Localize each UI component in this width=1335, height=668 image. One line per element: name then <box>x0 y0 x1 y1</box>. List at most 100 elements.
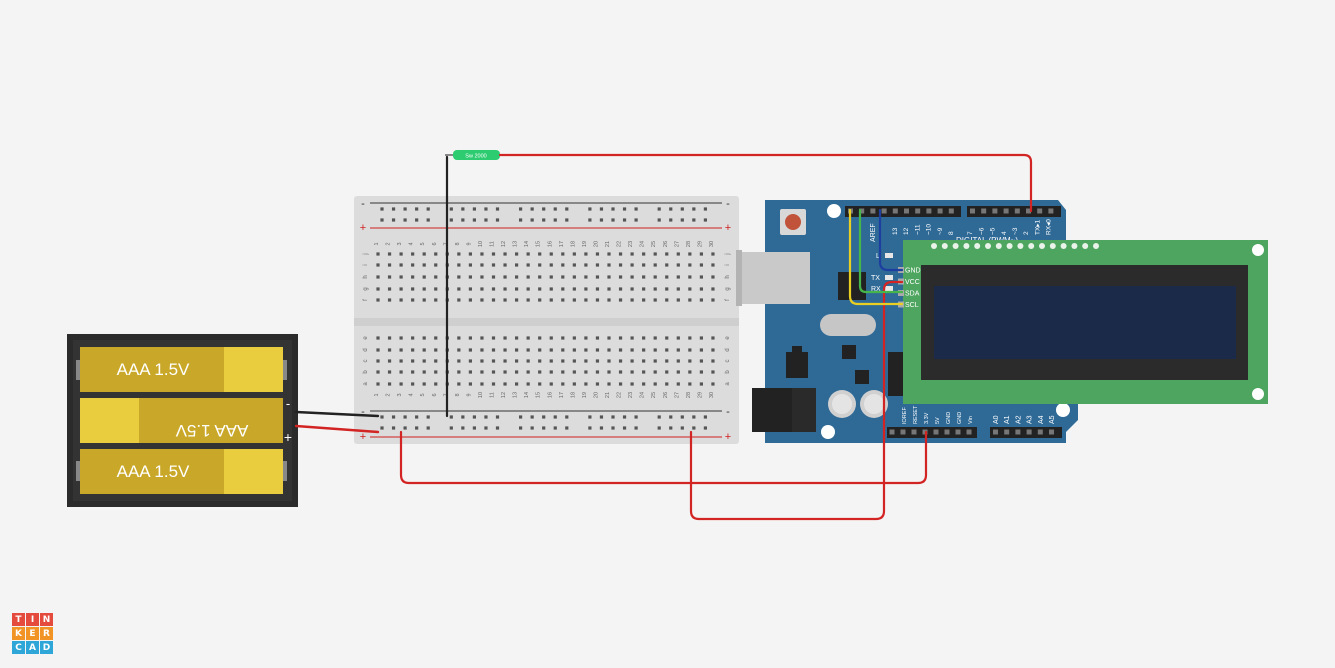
breadboard-hole[interactable] <box>495 415 500 419</box>
slide-switch[interactable]: Sw 2000 <box>445 150 500 160</box>
breadboard-hole[interactable] <box>561 298 565 302</box>
breadboard-hole[interactable] <box>538 287 542 291</box>
breadboard-hole[interactable] <box>411 252 415 256</box>
battery-positive-lead[interactable] <box>294 424 380 434</box>
breadboard-hole[interactable] <box>688 263 692 267</box>
breadboard-hole[interactable] <box>449 426 453 430</box>
breadboard-hole[interactable] <box>595 336 600 340</box>
breadboard-hole[interactable] <box>530 207 534 211</box>
breadboard-hole[interactable] <box>572 298 576 302</box>
breadboard-hole[interactable] <box>457 336 461 340</box>
breadboard-hole[interactable] <box>480 287 484 291</box>
breadboard-hole[interactable] <box>526 359 530 363</box>
breadboard-hole[interactable] <box>503 263 507 267</box>
breadboard-hole[interactable] <box>480 298 484 302</box>
breadboard-hole[interactable] <box>553 207 557 211</box>
header-pin[interactable] <box>981 208 987 214</box>
breadboard-hole[interactable] <box>422 348 426 352</box>
header-pin[interactable] <box>966 429 972 435</box>
breadboard-hole[interactable] <box>584 359 588 363</box>
breadboard-hole[interactable] <box>434 382 438 386</box>
breadboard-hole[interactable] <box>422 252 426 256</box>
breadboard-hole[interactable] <box>549 359 553 363</box>
breadboard-hole[interactable] <box>630 348 634 352</box>
breadboard-hole[interactable] <box>680 426 684 430</box>
breadboard-hole[interactable] <box>595 359 600 363</box>
breadboard-hole[interactable] <box>607 359 611 363</box>
header-pin[interactable] <box>915 208 921 214</box>
breadboard-hole[interactable] <box>669 218 673 222</box>
breadboard-hole[interactable] <box>503 252 507 256</box>
breadboard-hole[interactable] <box>699 275 703 279</box>
breadboard-hole[interactable] <box>468 359 472 363</box>
breadboard-hole[interactable] <box>561 359 565 363</box>
breadboard-hole[interactable] <box>399 370 403 374</box>
breadboard-hole[interactable] <box>411 298 415 302</box>
breadboard-hole[interactable] <box>699 287 703 291</box>
header-pin[interactable] <box>1004 429 1010 435</box>
breadboard-hole[interactable] <box>549 336 553 340</box>
breadboard-hole[interactable] <box>411 287 415 291</box>
breadboard-hole[interactable] <box>426 218 430 222</box>
breadboard-hole[interactable] <box>699 336 703 340</box>
breadboard-hole[interactable] <box>461 415 465 419</box>
breadboard-hole[interactable] <box>387 252 392 256</box>
breadboard-hole[interactable] <box>376 348 380 352</box>
breadboard-hole[interactable] <box>572 336 576 340</box>
breadboard-hole[interactable] <box>422 298 426 302</box>
breadboard-hole[interactable] <box>519 207 523 211</box>
breadboard-hole[interactable] <box>665 275 669 279</box>
breadboard-holes[interactable] <box>376 207 715 430</box>
breadboard-hole[interactable] <box>457 252 461 256</box>
breadboard-hole[interactable] <box>491 359 496 363</box>
breadboard-hole[interactable] <box>669 207 673 211</box>
breadboard-hole[interactable] <box>491 370 496 374</box>
breadboard-hole[interactable] <box>399 287 403 291</box>
breadboard-hole[interactable] <box>618 275 623 279</box>
breadboard-hole[interactable] <box>457 370 461 374</box>
battery-negative-lead[interactable] <box>294 410 380 418</box>
breadboard-hole[interactable] <box>457 263 461 267</box>
breadboard-hole[interactable] <box>653 298 657 302</box>
breadboard-hole[interactable] <box>434 336 438 340</box>
breadboard-hole[interactable] <box>376 359 380 363</box>
breadboard-hole[interactable] <box>468 336 472 340</box>
breadboard-hole[interactable] <box>480 275 484 279</box>
breadboard-hole[interactable] <box>422 287 426 291</box>
breadboard-hole[interactable] <box>484 218 488 222</box>
breadboard-hole[interactable] <box>676 287 680 291</box>
breadboard-hole[interactable] <box>680 207 684 211</box>
breadboard-hole[interactable] <box>468 263 472 267</box>
breadboard-hole[interactable] <box>422 382 426 386</box>
breadboard-hole[interactable] <box>618 298 623 302</box>
breadboard-hole[interactable] <box>584 263 588 267</box>
breadboard-hole[interactable] <box>519 415 523 419</box>
header-pin[interactable] <box>859 208 865 214</box>
header-pin[interactable] <box>992 208 998 214</box>
battery-plus-terminal[interactable]: + <box>284 429 292 445</box>
breadboard-hole[interactable] <box>399 382 403 386</box>
breadboard-hole[interactable] <box>472 426 476 430</box>
breadboard-hole[interactable] <box>680 415 684 419</box>
breadboard-hole[interactable] <box>711 336 715 340</box>
breadboard-hole[interactable] <box>642 336 646 340</box>
breadboard-hole[interactable] <box>692 207 696 211</box>
breadboard-hole[interactable] <box>411 382 415 386</box>
breadboard-hole[interactable] <box>565 415 569 419</box>
breadboard-hole[interactable] <box>526 336 530 340</box>
wire-vcc-to-breadboard[interactable] <box>689 280 904 521</box>
breadboard-hole[interactable] <box>572 275 576 279</box>
breadboard-hole[interactable] <box>461 207 465 211</box>
breadboard-hole[interactable] <box>630 275 634 279</box>
breadboard-hole[interactable] <box>457 359 461 363</box>
breadboard-hole[interactable] <box>519 426 523 430</box>
breadboard-hole[interactable] <box>688 359 692 363</box>
breadboard-hole[interactable] <box>415 415 419 419</box>
breadboard-hole[interactable] <box>399 275 403 279</box>
breadboard-hole[interactable] <box>618 359 623 363</box>
breadboard-hole[interactable] <box>549 382 553 386</box>
header-pin[interactable] <box>900 429 906 435</box>
breadboard-hole[interactable] <box>692 218 696 222</box>
breadboard-hole[interactable] <box>676 298 680 302</box>
